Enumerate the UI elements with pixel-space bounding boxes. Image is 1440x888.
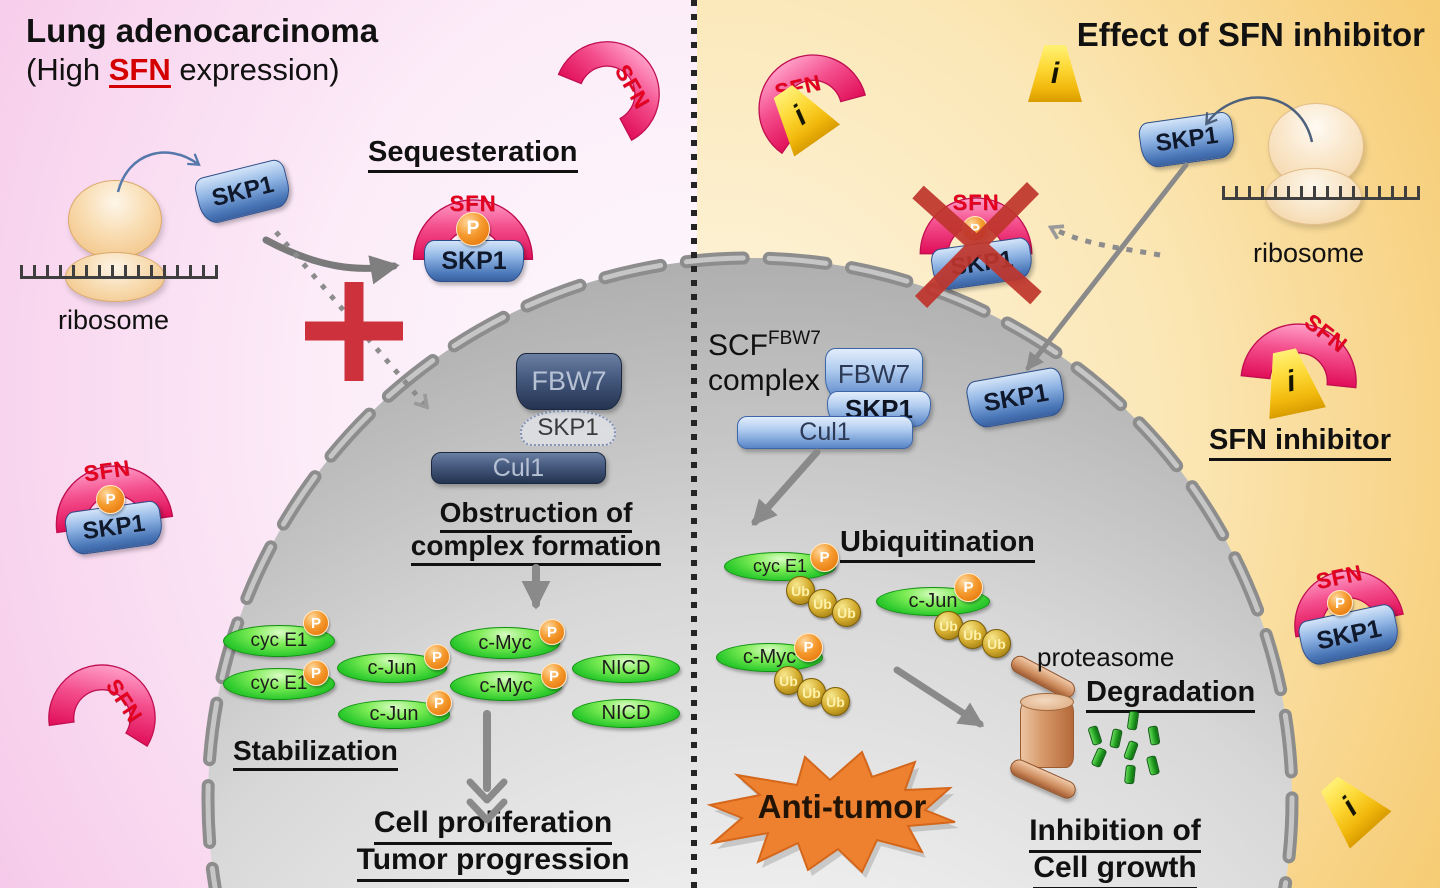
inhibition-heading-line2: Cell growth xyxy=(1024,851,1206,888)
sfn-arc-free-topcenter: SFN xyxy=(524,11,691,178)
mrna-ticks xyxy=(1222,186,1420,197)
obstruction-heading-line1: Obstruction of xyxy=(405,497,667,534)
subtitle-suffix: expression) xyxy=(170,52,340,87)
phospho-badge: P xyxy=(962,216,988,242)
phospho-badge: P xyxy=(794,633,823,662)
phospho-badge: P xyxy=(954,573,983,602)
sfn-arc-free-bottomleft: SFN xyxy=(31,647,173,789)
phospho-badge: P xyxy=(426,690,452,716)
ubiquitin: Ub xyxy=(774,666,803,695)
subtitle-prefix: (High xyxy=(26,52,109,87)
panel-divider xyxy=(691,0,697,888)
mrna-line xyxy=(20,276,218,279)
mrna-ticks xyxy=(20,265,218,276)
proteasome-top-ellipse xyxy=(1020,693,1074,711)
stabilization-heading: Stabilization xyxy=(233,735,398,772)
ubiquitination-heading: Ubiquitination xyxy=(840,526,1035,564)
sfn-inhibitor-label: SFN inhibitor xyxy=(1205,424,1395,462)
ribosome-label: ribosome xyxy=(58,305,170,335)
ubiquitin: Ub xyxy=(982,629,1011,658)
phospho-badge: P xyxy=(96,485,125,514)
fbw7-left: FBW7 xyxy=(516,353,622,410)
sfn-gene-text: SFN xyxy=(108,52,171,88)
sfn-label: SFN xyxy=(952,190,1000,215)
phospho-badge: P xyxy=(303,610,329,636)
phospho-badge: P xyxy=(456,212,490,246)
phospho-badge: P xyxy=(1327,590,1353,616)
mrna-strand xyxy=(20,265,218,279)
phospho-badge: P xyxy=(539,619,565,645)
skp1-sequestered: SKP1 xyxy=(424,240,524,282)
outcome-line1: Cell proliferation xyxy=(368,806,618,845)
ubiquitin: Ub xyxy=(958,620,987,649)
phospho-badge: P xyxy=(541,663,567,689)
left-panel-title: Lung adenocarcinoma xyxy=(26,12,379,49)
scf-word: complex xyxy=(708,363,820,397)
skp1-ghost: SKP1 xyxy=(520,410,616,446)
ubiquitin: Ub xyxy=(808,589,837,618)
cul1-right: Cul1 xyxy=(737,416,913,449)
phospho-badge: P xyxy=(424,644,450,670)
anti-tumor-label: Anti-tumor xyxy=(757,788,927,825)
sfn-label: SFN xyxy=(449,191,497,216)
ubiquitin: Ub xyxy=(797,678,826,707)
ubiquitin: Ub xyxy=(821,687,850,716)
right-panel-title: Effect of SFN inhibitor xyxy=(1076,16,1425,53)
scf-superscript: FBW7 xyxy=(768,328,821,349)
mrna-line xyxy=(1222,197,1420,200)
nicd-oval: NICD xyxy=(572,699,680,728)
proteasome-label: proteasome xyxy=(1037,642,1175,672)
nicd-oval: NICD xyxy=(572,654,680,683)
cul1-left: Cul1 xyxy=(431,452,606,484)
inhibition-heading-line1: Inhibition of xyxy=(1024,814,1206,853)
peptide-fragment xyxy=(1124,764,1136,785)
ubiquitin: Ub xyxy=(832,598,861,627)
ribosome-label: ribosome xyxy=(1253,238,1365,268)
phospho-badge: P xyxy=(303,660,329,686)
mrna-strand xyxy=(1222,186,1420,200)
scf-base: SCF xyxy=(708,329,768,362)
degradation-heading: Degradation xyxy=(1086,676,1256,714)
sfn-arc-shape xyxy=(557,41,660,142)
sequestration-heading: Sequesteration xyxy=(368,136,578,174)
outcome-line2: Tumor progression xyxy=(356,843,630,882)
sfn-arc-shape xyxy=(48,664,156,748)
scf-complex-label: SCFFBW7 complex xyxy=(708,328,821,398)
left-panel-subtitle: (High SFN expression) xyxy=(26,52,340,88)
obstruction-heading-line2: complex formation xyxy=(390,530,682,567)
phospho-badge: P xyxy=(810,543,839,572)
ribosome-large-subunit xyxy=(68,180,162,259)
